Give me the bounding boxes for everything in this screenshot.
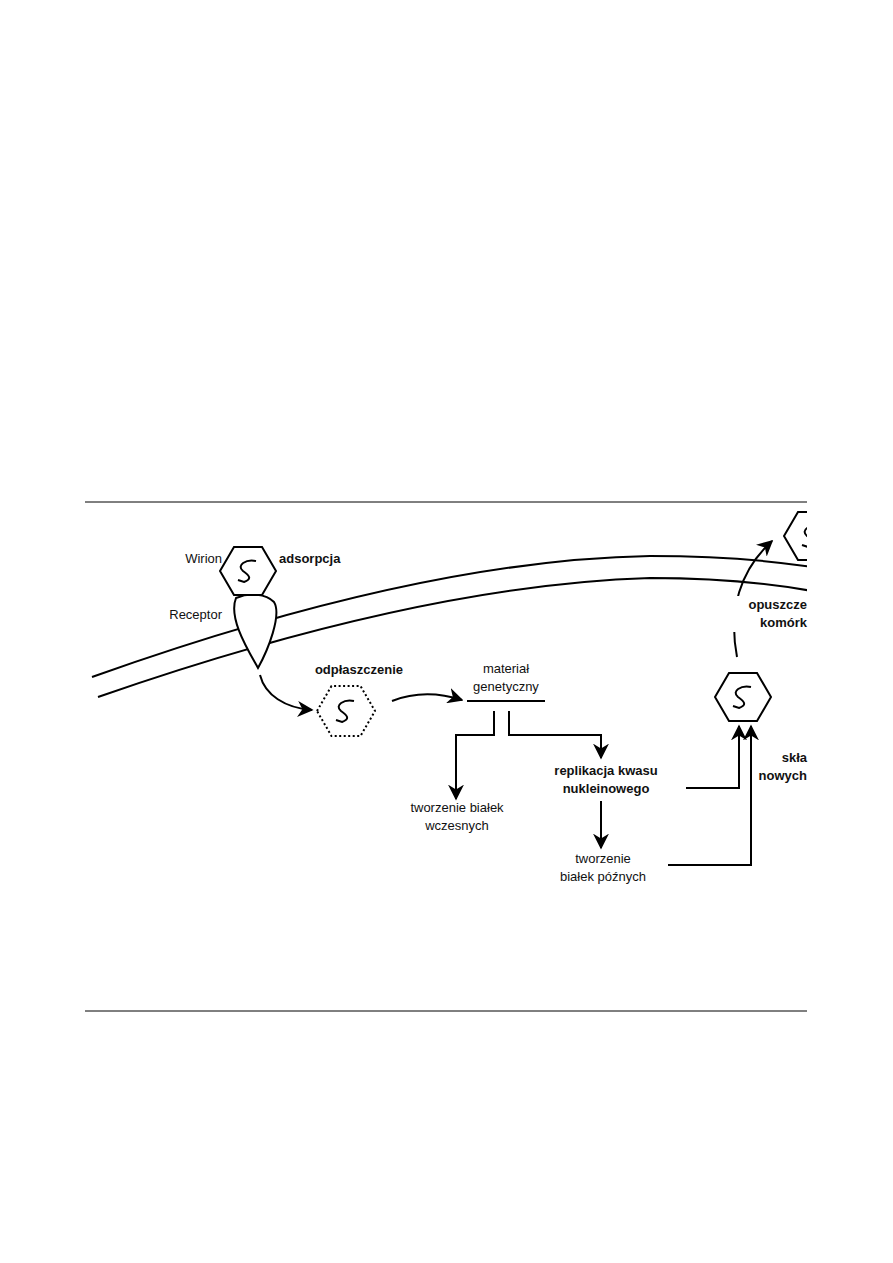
label: tworzenie białek późnych [538,850,668,886]
arrow [260,675,312,710]
label: replikacja kwasu nukleinowego [526,762,686,798]
label: materiał genetyczny [461,660,551,696]
label: tworzenie białek wczesnych [387,799,527,835]
label: Wirion [170,550,222,568]
arrow [456,711,494,799]
label: adsorpcja [279,550,369,568]
rule [85,502,807,503]
genetic-material-line [467,700,545,702]
arrow [509,711,601,758]
label: Receptor [148,606,222,624]
released-virion [784,512,807,560]
receptor [234,595,276,668]
cell-membrane [92,556,807,677]
uncoating-virion [317,686,375,736]
arrow [600,801,602,848]
new-virion [715,673,771,721]
rule [85,1011,807,1012]
label: odpłaszczenie [299,661,419,679]
label: opuszcze komórk [717,596,807,632]
arrow [686,726,739,788]
cell-membrane [98,578,807,697]
arrow [668,726,751,865]
label: skła nowych [747,749,807,785]
virion [220,547,276,595]
arrow [392,695,462,702]
